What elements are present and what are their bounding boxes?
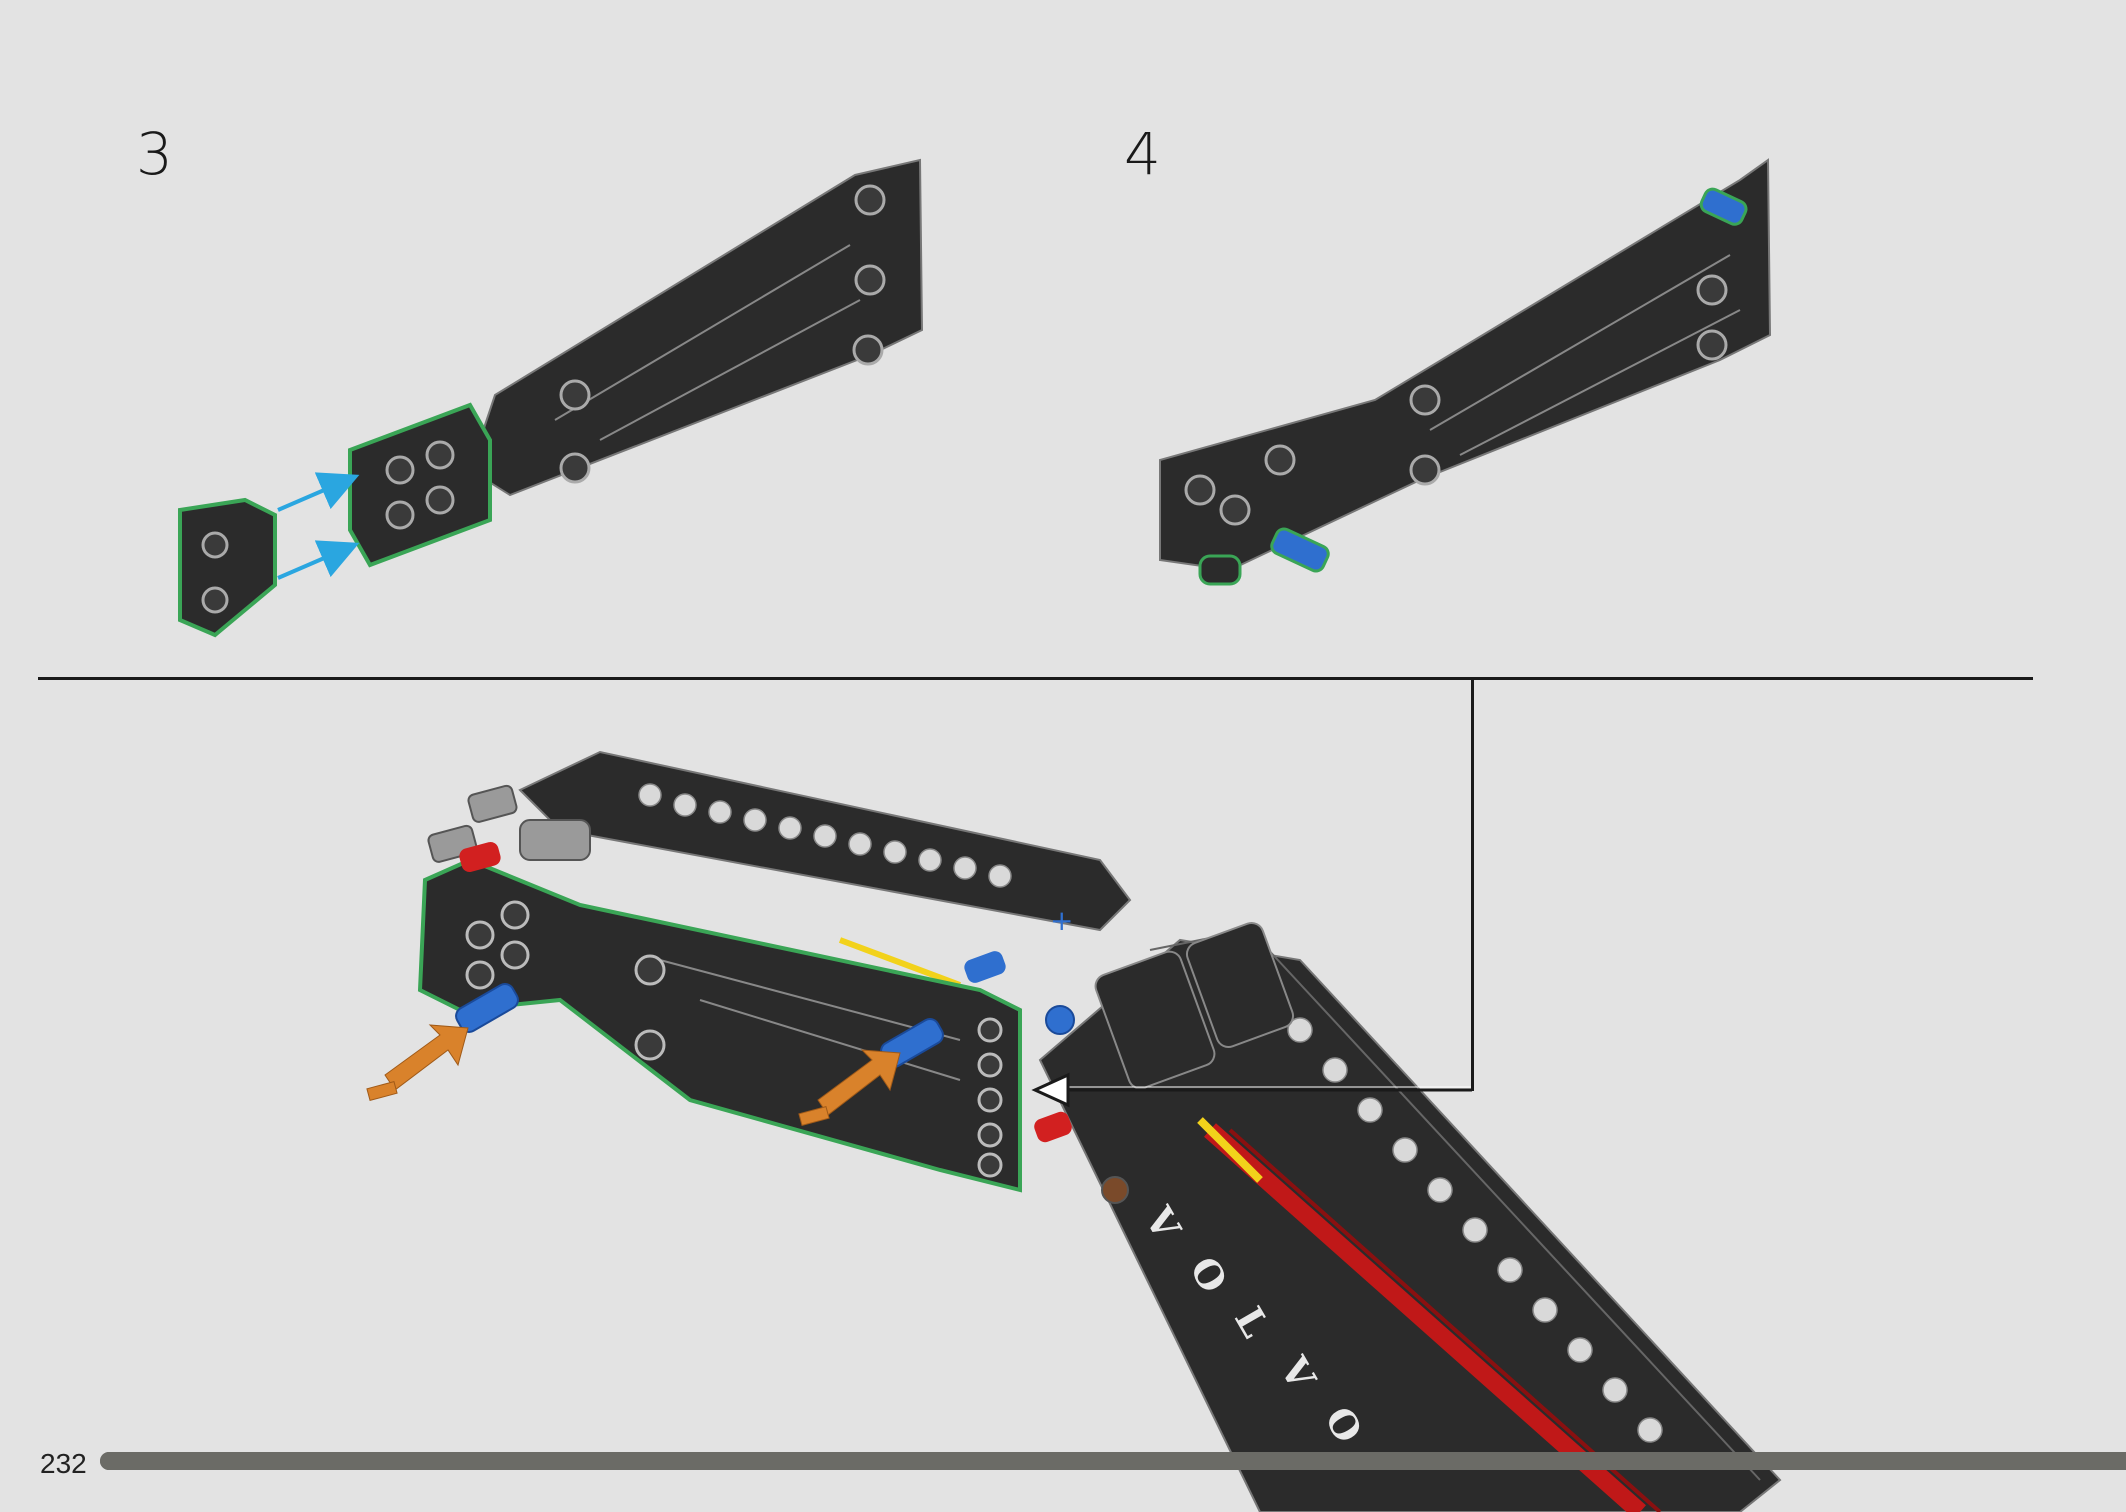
- main-assembly: + V O L V O: [366, 750, 1782, 1512]
- orange-arrow-right: [798, 1049, 901, 1127]
- yellow-hose: [1197, 1117, 1263, 1183]
- step4-blue-pin-bottom: [1270, 527, 1330, 573]
- progress-bar-fill: [100, 1452, 2126, 1470]
- step-number-3: 3: [136, 120, 173, 188]
- step4-small-bush: [1198, 554, 1242, 586]
- callout-line: [1471, 679, 1474, 1091]
- progress-bar: [100, 1452, 2126, 1470]
- step3-arrow-upper: [277, 472, 360, 512]
- blue-pin-left: [455, 983, 519, 1033]
- step3-arrow-lower: [277, 540, 360, 580]
- red-pin-bottom: [1034, 1111, 1072, 1143]
- step4-assembly: [1159, 158, 1772, 586]
- svg-text:+: +: [1050, 904, 1073, 937]
- red-pin-top: [459, 842, 501, 872]
- step-number-4: 4: [1124, 120, 1161, 188]
- step3-assembly: [178, 158, 924, 638]
- section-divider: [38, 677, 2033, 680]
- main-left-assembly: [417, 857, 1022, 1193]
- step3-bracket: [178, 497, 277, 638]
- main-boom: [1038, 938, 1782, 1512]
- page-number: 232: [40, 1448, 87, 1479]
- step4-panel: [1159, 158, 1772, 572]
- step3-connector: [348, 402, 492, 568]
- step3-panel: [468, 158, 924, 497]
- step4-blue-pin-top: [1699, 187, 1748, 226]
- orange-arrow-left: [366, 1024, 469, 1102]
- callout-pointer: [1031, 1072, 1472, 1108]
- red-hose: [1204, 1123, 1646, 1512]
